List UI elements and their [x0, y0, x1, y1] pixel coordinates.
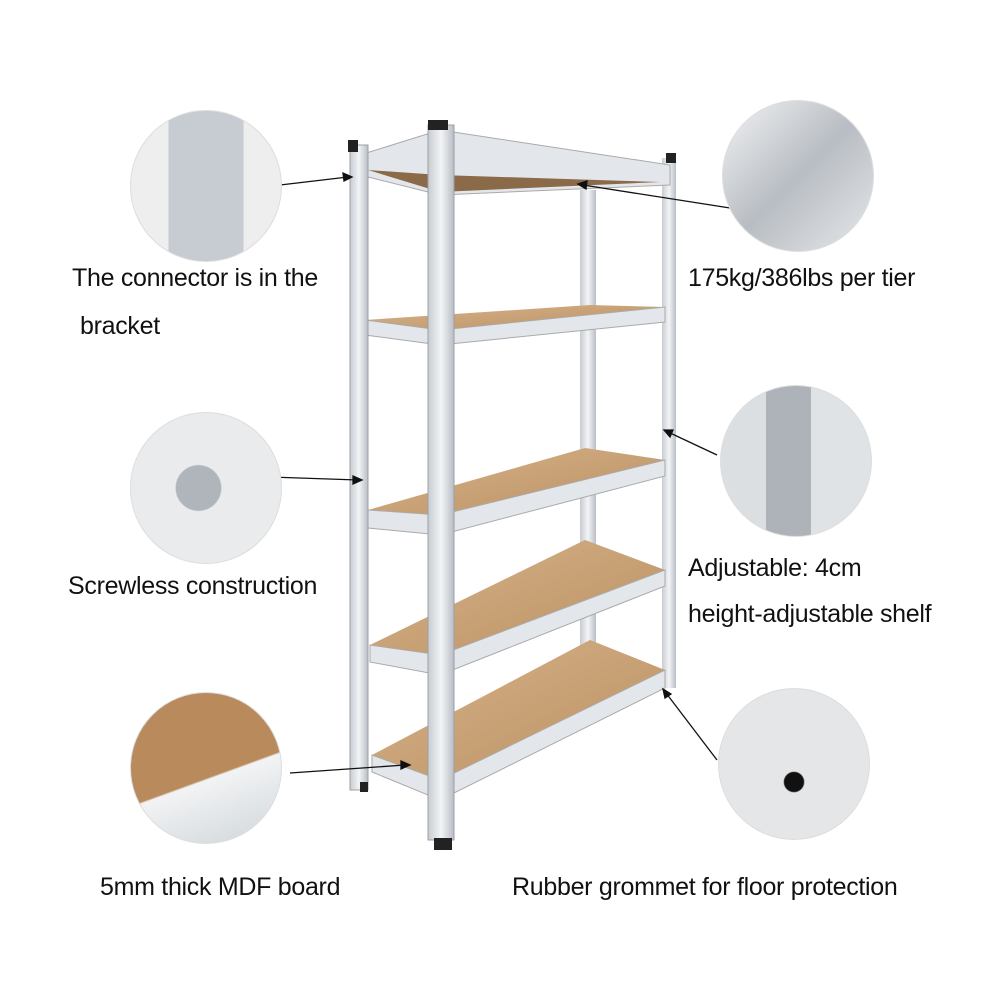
adjustable-label-line2: height-adjustable shelf: [688, 600, 932, 628]
mdf-board-label: 5mm thick MDF board: [100, 873, 341, 901]
load-detail-image: [722, 100, 874, 252]
mdf-board-detail-image: [130, 692, 282, 844]
shelves: [359, 129, 671, 801]
adjustable-detail-image: [720, 385, 872, 537]
rubber-grommet-label: Rubber grommet for floor protection: [512, 873, 898, 901]
load-capacity-label: 175kg/386lbs per tier: [688, 264, 916, 292]
screwless-detail-image: [130, 412, 282, 564]
connector-label-line1: The connector is in the: [72, 264, 319, 292]
front-right-post: [427, 124, 455, 841]
adjustable-label-line1: Adjustable: 4cm: [688, 554, 862, 582]
connector-label-line2: bracket: [80, 312, 160, 340]
leader-lines: [269, 171, 731, 774]
front-left-post: [349, 144, 369, 791]
rubber-grommet-detail-image: [718, 688, 870, 840]
connector-detail-image: [130, 110, 282, 262]
screwless-label: Screwless construction: [68, 572, 318, 600]
back-right-post: [662, 158, 676, 688]
